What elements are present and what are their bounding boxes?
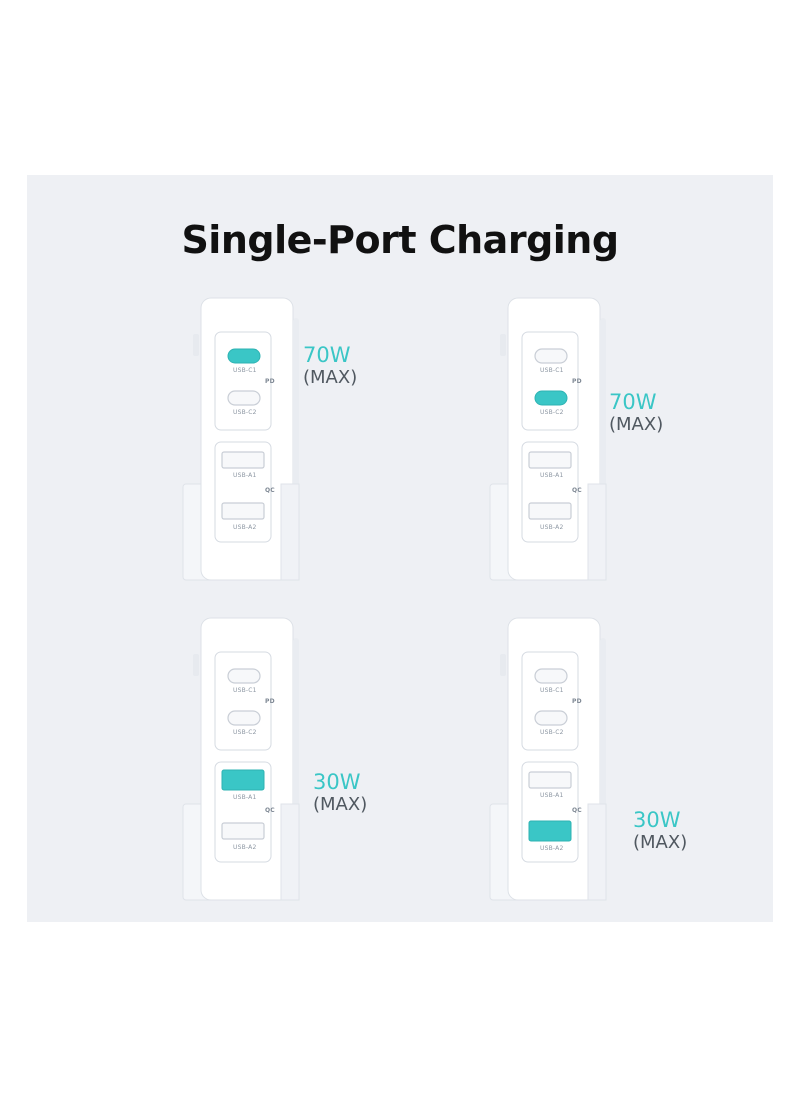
port-usb-a2 <box>528 820 572 842</box>
power-rating-usb-a2: 30W (MAX) <box>633 808 733 854</box>
pd-label: PD <box>572 698 582 705</box>
charger-illustration <box>182 617 300 901</box>
background-panel <box>27 175 773 922</box>
port-label-usb-c2: USB-C2 <box>233 729 257 736</box>
port-label-usb-c2: USB-C2 <box>540 729 564 736</box>
watt-value: 30W <box>313 770 361 794</box>
port-usb-a1 <box>221 451 265 469</box>
power-rating-usb-a1: 30W (MAX) <box>313 770 413 816</box>
port-usb-a1 <box>528 451 572 469</box>
port-usb-c1 <box>227 348 261 364</box>
port-label-usb-a1: USB-A1 <box>233 472 257 479</box>
pd-label: PD <box>572 378 582 385</box>
port-label-usb-c2: USB-C2 <box>540 409 564 416</box>
charger-usb-c2: USB-C1 PD USB-C2 USB-A1 QC USB-A2 <box>489 297 620 583</box>
charger-usb-a2: USB-C1 PD USB-C2 USB-A1 QC USB-A2 <box>489 617 620 903</box>
charger-illustration <box>182 297 313 583</box>
port-label-usb-a1: USB-A1 <box>540 792 564 799</box>
port-label-usb-c2: USB-C2 <box>233 409 257 416</box>
charger-usb-c1: USB-C1 PD USB-C2 USB-A1 QC USB-A2 <box>182 297 313 583</box>
port-usb-a2 <box>528 502 572 520</box>
charger-illustration <box>489 297 607 581</box>
port-label-usb-a1: USB-A1 <box>233 794 257 801</box>
port-label-usb-c1: USB-C1 <box>540 367 564 374</box>
port-usb-c2 <box>534 390 568 406</box>
port-usb-c2 <box>534 710 568 726</box>
port-usb-c1 <box>534 668 568 684</box>
qc-label: QC <box>572 487 582 494</box>
port-usb-c2 <box>227 390 261 406</box>
port-usb-a1 <box>221 769 265 791</box>
qc-label: QC <box>265 487 275 494</box>
port-label-usb-a2: USB-A2 <box>233 844 257 851</box>
page-title: Single-Port Charging <box>181 218 619 262</box>
watt-value: 70W <box>609 390 657 414</box>
power-rating-usb-c1: 70W (MAX) <box>303 343 403 389</box>
power-rating-usb-c2: 70W (MAX) <box>609 390 709 436</box>
port-label-usb-c1: USB-C1 <box>233 687 257 694</box>
qc-label: QC <box>265 807 275 814</box>
port-usb-c1 <box>534 348 568 364</box>
charger-illustration <box>489 617 607 901</box>
max-label: (MAX) <box>303 367 358 388</box>
port-usb-a2 <box>221 822 265 840</box>
port-label-usb-a1: USB-A1 <box>540 472 564 479</box>
port-label-usb-c1: USB-C1 <box>233 367 257 374</box>
port-usb-c2 <box>227 710 261 726</box>
qc-label: QC <box>572 807 582 814</box>
port-usb-c1 <box>227 668 261 684</box>
watt-value: 30W <box>633 808 681 832</box>
max-label: (MAX) <box>313 794 368 815</box>
port-usb-a2 <box>221 502 265 520</box>
pd-label: PD <box>265 698 275 705</box>
watt-value: 70W <box>303 343 351 367</box>
port-label-usb-a2: USB-A2 <box>540 845 564 852</box>
port-label-usb-c1: USB-C1 <box>540 687 564 694</box>
port-label-usb-a2: USB-A2 <box>233 524 257 531</box>
pd-label: PD <box>265 378 275 385</box>
charger-usb-a1: USB-C1 PD USB-C2 USB-A1 QC USB-A2 <box>182 617 313 903</box>
port-usb-a1 <box>528 771 572 789</box>
port-label-usb-a2: USB-A2 <box>540 524 564 531</box>
max-label: (MAX) <box>633 832 688 853</box>
max-label: (MAX) <box>609 414 664 435</box>
